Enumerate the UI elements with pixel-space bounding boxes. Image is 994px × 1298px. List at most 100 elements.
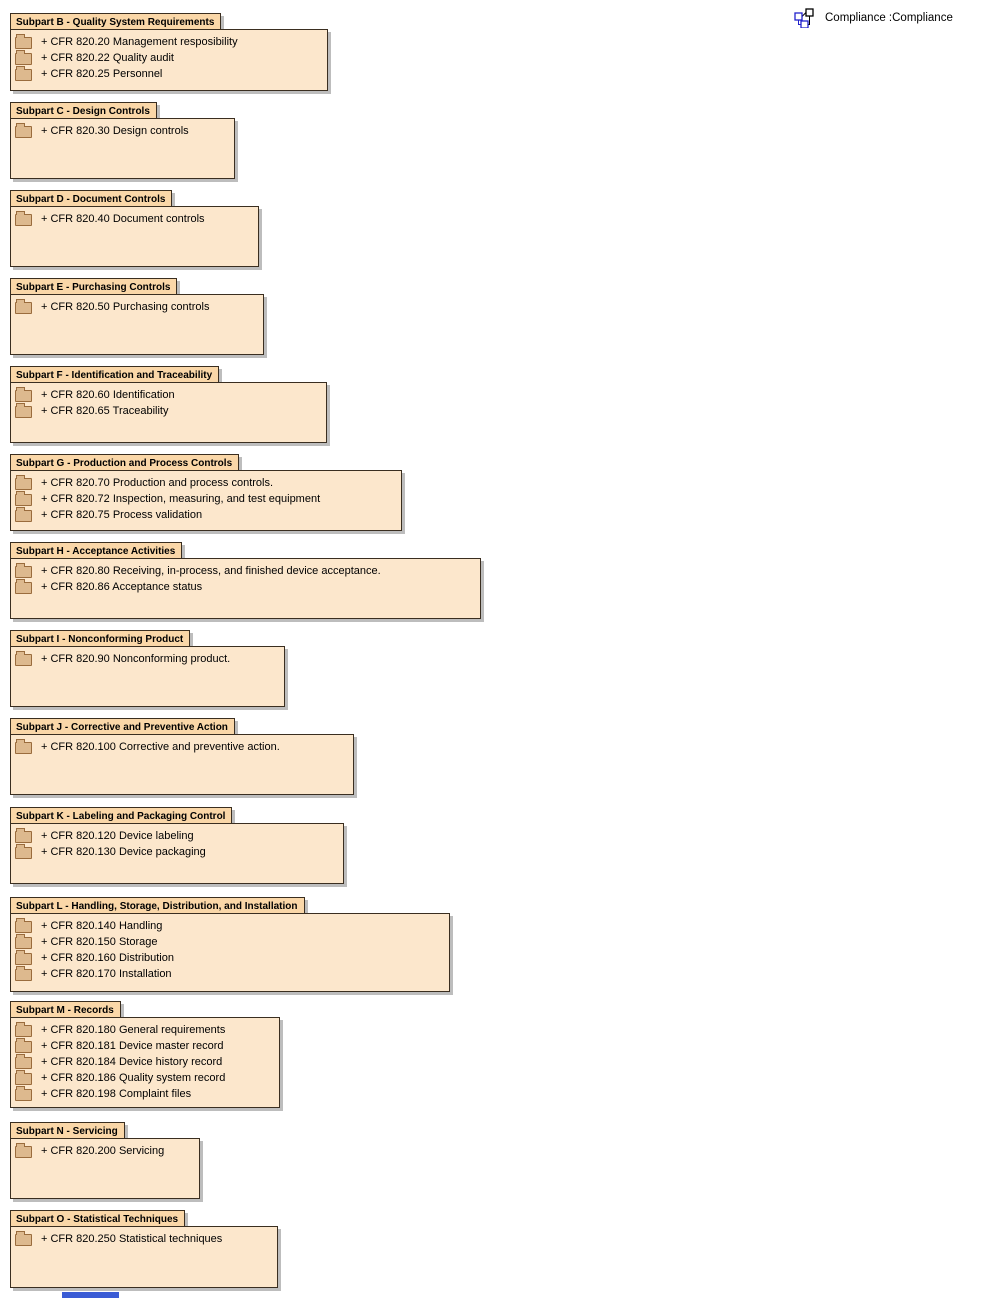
package-body[interactable]: + CFR 820.200 Servicing: [10, 1138, 200, 1199]
package-item-row[interactable]: + CFR 820.75 Process validation: [11, 507, 401, 523]
package-item-row[interactable]: + CFR 820.60 Identification: [11, 387, 326, 403]
package-title: Subpart L - Handling, Storage, Distribut…: [16, 901, 298, 912]
package-item-row[interactable]: + CFR 820.130 Device packaging: [11, 844, 343, 860]
folder-icon: [15, 50, 32, 65]
package-item-row[interactable]: + CFR 820.170 Installation: [11, 966, 449, 982]
package-subpart-g: Subpart G - Production and Process Contr…: [10, 453, 402, 531]
package-item-row[interactable]: + CFR 820.160 Distribution: [11, 950, 449, 966]
package-item-row[interactable]: + CFR 820.186 Quality system record: [11, 1070, 279, 1086]
package-body[interactable]: + CFR 820.70 Production and process cont…: [10, 470, 402, 531]
folder-icon: [15, 1022, 32, 1037]
package-subpart-o: Subpart O - Statistical Techniques + CFR…: [10, 1209, 278, 1288]
item-label: + CFR 820.186 Quality system record: [41, 1072, 226, 1084]
folder-icon: [15, 1143, 32, 1158]
package-item-row[interactable]: + CFR 820.180 General requirements: [11, 1022, 279, 1038]
package-body[interactable]: + CFR 820.20 Management resposibility + …: [10, 29, 328, 91]
composite-structure-icon: [794, 8, 816, 29]
folder-icon: [15, 563, 32, 578]
package-item-row[interactable]: + CFR 820.198 Complaint files: [11, 1086, 279, 1102]
diagram-instance-label[interactable]: Compliance :Compliance: [794, 8, 953, 29]
package-body[interactable]: + CFR 820.40 Document controls: [10, 206, 259, 267]
package-item-row[interactable]: + CFR 820.200 Servicing: [11, 1143, 199, 1159]
folder-icon: [15, 844, 32, 859]
package-item-row[interactable]: + CFR 820.100 Corrective and preventive …: [11, 739, 353, 755]
package-title: Subpart N - Servicing: [16, 1126, 118, 1137]
package-item-row[interactable]: + CFR 820.50 Purchasing controls: [11, 299, 263, 315]
package-title: Subpart B - Quality System Requirements: [16, 17, 215, 28]
item-label: + CFR 820.40 Document controls: [41, 213, 205, 225]
item-label: + CFR 820.20 Management resposibility: [41, 36, 238, 48]
item-label: + CFR 820.184 Device history record: [41, 1056, 223, 1068]
package-title: Subpart D - Document Controls: [16, 194, 166, 205]
package-title: Subpart F - Identification and Traceabil…: [16, 370, 213, 381]
package-item-row[interactable]: + CFR 820.65 Traceability: [11, 403, 326, 419]
package-item-row[interactable]: + CFR 820.40 Document controls: [11, 211, 258, 227]
package-body[interactable]: + CFR 820.140 Handling + CFR 820.150 Sto…: [10, 913, 450, 992]
item-label: + CFR 820.130 Device packaging: [41, 846, 206, 858]
package-title: Subpart H - Acceptance Activities: [16, 546, 176, 557]
package-item-row[interactable]: + CFR 820.184 Device history record: [11, 1054, 279, 1070]
package-subpart-m: Subpart M - Records + CFR 820.180 Genera…: [10, 1000, 280, 1108]
item-label: + CFR 820.25 Personnel: [41, 68, 163, 80]
item-label: + CFR 820.198 Complaint files: [41, 1088, 192, 1100]
folder-icon: [15, 403, 32, 418]
folder-icon: [15, 34, 32, 49]
package-item-row[interactable]: + CFR 820.181 Device master record: [11, 1038, 279, 1054]
package-subpart-c: Subpart C - Design Controls + CFR 820.30…: [10, 101, 235, 179]
item-label: + CFR 820.181 Device master record: [41, 1040, 224, 1052]
folder-icon: [15, 1054, 32, 1069]
folder-icon: [15, 475, 32, 490]
folder-icon: [15, 387, 32, 402]
item-label: + CFR 820.160 Distribution: [41, 952, 174, 964]
folder-icon: [15, 651, 32, 666]
package-title: Subpart I - Nonconforming Product: [16, 634, 184, 645]
package-title: Subpart E - Purchasing Controls: [16, 282, 171, 293]
package-item-row[interactable]: + CFR 820.90 Nonconforming product.: [11, 651, 284, 667]
package-body[interactable]: + CFR 820.250 Statistical techniques: [10, 1226, 278, 1288]
folder-icon: [15, 66, 32, 81]
package-body[interactable]: + CFR 820.90 Nonconforming product.: [10, 646, 285, 707]
package-subpart-h: Subpart H - Acceptance Activities + CFR …: [10, 541, 481, 619]
package-item-row[interactable]: + CFR 820.72 Inspection, measuring, and …: [11, 491, 401, 507]
package-item-row[interactable]: + CFR 820.150 Storage: [11, 934, 449, 950]
package-item-row[interactable]: + CFR 820.86 Acceptance status: [11, 579, 480, 595]
package-item-row[interactable]: + CFR 820.80 Receiving, in-process, and …: [11, 563, 480, 579]
item-label: + CFR 820.72 Inspection, measuring, and …: [41, 493, 321, 505]
item-label: + CFR 820.65 Traceability: [41, 405, 169, 417]
package-subpart-e: Subpart E - Purchasing Controls + CFR 82…: [10, 277, 264, 355]
folder-icon: [15, 123, 32, 138]
folder-icon: [15, 1231, 32, 1246]
folder-icon: [15, 918, 32, 933]
item-label: + CFR 820.140 Handling: [41, 920, 163, 932]
package-body[interactable]: + CFR 820.80 Receiving, in-process, and …: [10, 558, 481, 619]
package-item-row[interactable]: + CFR 820.120 Device labeling: [11, 828, 343, 844]
item-label: + CFR 820.75 Process validation: [41, 509, 203, 521]
item-label: + CFR 820.80 Receiving, in-process, and …: [41, 565, 381, 577]
item-label: + CFR 820.86 Acceptance status: [41, 581, 203, 593]
package-body[interactable]: + CFR 820.50 Purchasing controls: [10, 294, 264, 355]
package-item-row[interactable]: + CFR 820.140 Handling: [11, 918, 449, 934]
package-item-row[interactable]: + CFR 820.20 Management resposibility: [11, 34, 327, 50]
package-body[interactable]: + CFR 820.120 Device labeling + CFR 820.…: [10, 823, 344, 884]
folder-icon: [15, 299, 32, 314]
item-label: + CFR 820.150 Storage: [41, 936, 158, 948]
item-label: + CFR 820.30 Design controls: [41, 125, 189, 137]
package-item-row[interactable]: + CFR 820.25 Personnel: [11, 66, 327, 82]
package-item-row[interactable]: + CFR 820.70 Production and process cont…: [11, 475, 401, 491]
package-subpart-i: Subpart I - Nonconforming Product + CFR …: [10, 629, 285, 707]
item-label: + CFR 820.70 Production and process cont…: [41, 477, 274, 489]
package-subpart-j: Subpart J - Corrective and Preventive Ac…: [10, 717, 354, 795]
package-item-row[interactable]: + CFR 820.250 Statistical techniques: [11, 1231, 277, 1247]
package-body[interactable]: + CFR 820.30 Design controls: [10, 118, 235, 179]
item-label: + CFR 820.170 Installation: [41, 968, 172, 980]
package-body[interactable]: + CFR 820.60 Identification + CFR 820.65…: [10, 382, 327, 443]
folder-icon: [15, 1086, 32, 1101]
package-body[interactable]: + CFR 820.100 Corrective and preventive …: [10, 734, 354, 795]
package-item-row[interactable]: + CFR 820.22 Quality audit: [11, 50, 327, 66]
item-label: + CFR 820.180 General requirements: [41, 1024, 226, 1036]
package-subpart-n: Subpart N - Servicing + CFR 820.200 Serv…: [10, 1121, 200, 1199]
package-body[interactable]: + CFR 820.180 General requirements + CFR…: [10, 1017, 280, 1108]
item-label: + CFR 820.250 Statistical techniques: [41, 1233, 223, 1245]
package-item-row[interactable]: + CFR 820.30 Design controls: [11, 123, 234, 139]
item-label: + CFR 820.200 Servicing: [41, 1145, 165, 1157]
